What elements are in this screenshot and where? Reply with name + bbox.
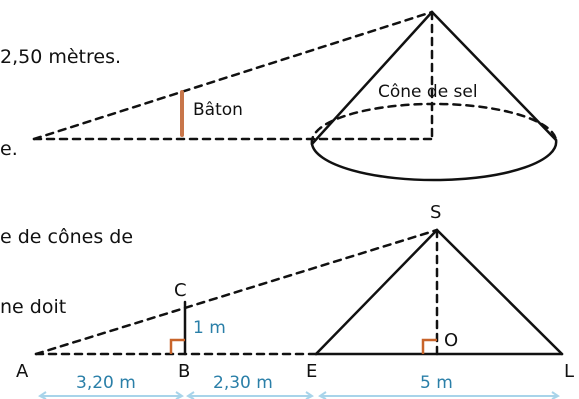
point-label-L: L: [564, 361, 574, 382]
segment-ES: [314, 228, 439, 356]
point-label-B: B: [178, 361, 190, 382]
right-angle-B: [169, 338, 185, 354]
point-label-A: A: [16, 361, 29, 382]
label-cone-de-sel: Cône de sel: [378, 82, 478, 102]
sight-line-to-apex: [32, 10, 434, 141]
text-fragment-4: ne doit: [0, 296, 67, 318]
measure-BC: 1 m: [193, 318, 226, 338]
dimension-arrow-AB: [38, 391, 184, 399]
measure-EL: 5 m: [420, 373, 453, 393]
text-fragment-2: e.: [0, 138, 18, 160]
point-label-S: S: [430, 202, 441, 223]
measure-AB: 3,20 m: [76, 373, 136, 393]
point-label-O: O: [444, 330, 458, 351]
point-label-E: E: [306, 361, 317, 382]
right-angle-O: [421, 338, 437, 354]
segment-SL: [435, 228, 564, 356]
cone-base-front: [310, 138, 558, 182]
text-fragment-3: e de cônes de: [0, 226, 134, 248]
dimension-arrow-EL: [318, 391, 560, 399]
text-fragment-1: 2,50 mètres.: [0, 46, 122, 68]
cone-base-back: [310, 102, 558, 146]
dimension-arrow-BE: [186, 391, 314, 399]
measure-BE: 2,30 m: [213, 373, 273, 393]
label-baton: Bâton: [193, 100, 243, 120]
line-AS: [34, 228, 439, 356]
point-label-C: C: [174, 280, 187, 301]
cone-right-side: [430, 10, 558, 142]
